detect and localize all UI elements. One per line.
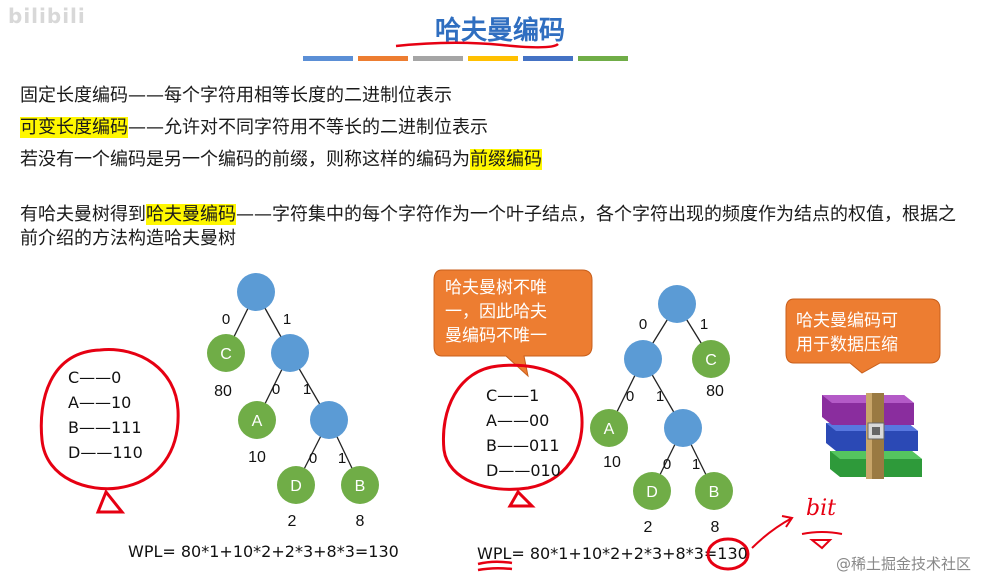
left-tree-root-node <box>237 273 275 311</box>
watermark: @稀土掘金技术社区 <box>836 555 972 573</box>
left-edge-label-3: 1 <box>303 381 311 398</box>
title-underline-scribble <box>395 41 559 49</box>
compress-callout-line-2: 用于数据压缩 <box>796 335 898 355</box>
left-weight-a: 10 <box>248 449 266 466</box>
accent-bar-6 <box>578 56 628 61</box>
left-node-a-label: A <box>252 413 263 430</box>
accent-bar-1 <box>303 56 353 61</box>
right-tree-node-d <box>633 472 671 510</box>
right-edge-label-2: 0 <box>626 388 634 405</box>
left-code-circle <box>39 348 180 514</box>
right-code-b: B——011 <box>486 436 560 455</box>
left-code-d: D——110 <box>68 443 143 462</box>
left-tree-node-c <box>207 334 245 372</box>
left-tree-internal-node-2 <box>310 401 348 439</box>
paragraph-rest: ——字符集中的每个字符作为一个叶子结点，各个字符出现的频度作为结点的权值，根据之… <box>20 204 956 249</box>
right-code-a: A——00 <box>486 411 550 430</box>
winrar-archive-icon <box>822 393 922 479</box>
paragraph-pre: 有哈夫曼树得到 <box>20 204 146 225</box>
right-weight-d: 2 <box>644 519 653 536</box>
right-callout-line-2: 一，因此哈夫 <box>445 302 547 322</box>
right-wpl-formula: WPL= 80*1+10*2+2*3+8*3=130 <box>477 544 748 563</box>
right-callout-text: 哈夫曼树不唯 一，因此哈夫 曼编码不唯一 <box>445 276 547 348</box>
left-code-b: B——111 <box>68 418 142 437</box>
left-edge-label-1: 1 <box>283 311 291 328</box>
variable-length-line: 可变长度编码——允许对不同字符用不等长的二进制位表示 <box>20 116 488 140</box>
compress-callout-line-1: 哈夫曼编码可 <box>796 311 898 331</box>
right-node-b-label: B <box>709 484 720 501</box>
left-edge-label-4: 0 <box>309 450 317 467</box>
variable-length-desc: ——允许对不同字符用不等长的二进制位表示 <box>128 117 488 138</box>
right-tree-internal-node-2 <box>664 409 702 447</box>
huffman-paragraph: 有哈夫曼树得到哈夫曼编码——字符集中的每个字符作为一个叶子结点，各个字符出现的频… <box>20 203 960 251</box>
left-edge-label-5: 1 <box>338 450 346 467</box>
right-code-d: D——010 <box>486 461 561 480</box>
left-code-a: A——10 <box>68 393 132 412</box>
left-tree-node-b <box>341 466 379 504</box>
right-callout-line-3: 曼编码不唯一 <box>445 326 547 346</box>
right-code-c: C——1 <box>486 386 540 405</box>
right-weight-c: 80 <box>706 383 724 400</box>
compress-callout-bubble <box>785 298 941 374</box>
right-weight-a: 10 <box>603 454 621 471</box>
right-edge-label-3: 1 <box>656 388 664 405</box>
fixed-length-term: 固定长度编码 <box>20 85 128 106</box>
left-tree-node-a <box>238 401 276 439</box>
accent-bar-4 <box>468 56 518 61</box>
right-edge-label-4: 0 <box>663 456 671 473</box>
right-tree-root-node <box>658 285 696 323</box>
prefix-code-desc: 若没有一个编码是另一个编码的前缀，则称这样的编码为 <box>20 149 470 170</box>
right-node-d-label: D <box>646 484 658 501</box>
paragraph-term: 哈夫曼编码 <box>146 204 236 225</box>
left-node-d-label: D <box>290 478 302 495</box>
left-code-c: C——0 <box>68 368 122 387</box>
right-tree-node-c <box>692 340 730 378</box>
right-edge-label-5: 1 <box>692 456 700 473</box>
accent-bar-3 <box>413 56 463 61</box>
right-node-a-label: A <box>604 421 615 438</box>
accent-bar-5 <box>523 56 573 61</box>
left-code-list: C——0 A——10 B——111 D——110 <box>68 365 143 465</box>
left-edge-label-0: 0 <box>222 311 230 328</box>
right-code-list: C——1 A——00 B——011 D——010 <box>486 383 561 483</box>
fixed-length-desc: ——每个字符用相等长度的二进制位表示 <box>128 85 452 106</box>
page-title: 哈夫曼编码 <box>434 16 565 46</box>
right-tree-node-b <box>695 472 733 510</box>
left-weight-d: 2 <box>288 513 297 530</box>
prefix-code-term: 前缀编码 <box>470 149 542 170</box>
right-node-c-label: C <box>705 352 717 369</box>
right-tree-internal-node-1 <box>624 340 662 378</box>
left-node-c-label: C <box>220 346 232 363</box>
left-edge-label-2: 0 <box>272 381 280 398</box>
left-huffman-tree: C A D B 0 1 0 1 0 1 80 10 2 8 <box>207 273 379 530</box>
left-tree-internal-node-1 <box>271 334 309 372</box>
right-edge-label-0: 0 <box>639 316 647 333</box>
right-code-circle <box>441 363 584 508</box>
left-tree-node-d <box>277 466 315 504</box>
right-wpl-pen-marks <box>477 515 843 572</box>
right-edge-label-1: 1 <box>700 316 708 333</box>
compress-callout-text: 哈夫曼编码可 用于数据压缩 <box>796 309 898 357</box>
left-wpl-formula: WPL= 80*1+10*2+2*3+8*3=130 <box>128 542 399 561</box>
fixed-length-line: 固定长度编码——每个字符用相等长度的二进制位表示 <box>20 84 452 108</box>
right-huffman-tree: C A D B 0 1 0 1 0 1 80 10 2 8 <box>590 285 733 536</box>
bilibili-logo: bilibili <box>8 4 86 28</box>
left-weight-c: 80 <box>214 383 232 400</box>
accent-bar-2 <box>358 56 408 61</box>
left-node-b-label: B <box>355 478 366 495</box>
variable-length-term: 可变长度编码 <box>20 117 128 138</box>
right-tree-node-a <box>590 409 628 447</box>
bit-annotation: bit <box>806 496 836 521</box>
right-weight-b: 8 <box>711 519 720 536</box>
left-weight-b: 8 <box>356 513 365 530</box>
right-callout-line-1: 哈夫曼树不唯 <box>445 278 547 298</box>
prefix-code-line: 若没有一个编码是另一个编码的前缀，则称这样的编码为前缀编码 <box>20 148 542 172</box>
